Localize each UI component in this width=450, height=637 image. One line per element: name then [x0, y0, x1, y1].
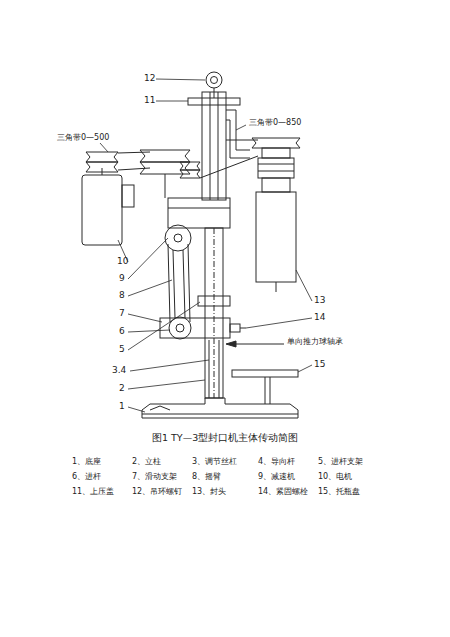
rocker-arm: [168, 244, 190, 322]
sliding-support: [160, 318, 230, 338]
upper-column: [202, 92, 226, 200]
note-label: 三角带0—850: [248, 119, 302, 128]
callout-number: 14: [314, 313, 325, 323]
feed-support: [198, 296, 230, 306]
note-label: 三角带0—500: [56, 134, 110, 143]
guide-rod: [218, 92, 219, 200]
note-label: 单向推力球轴承: [286, 338, 344, 347]
bolt: [240, 328, 246, 329]
bracket: [226, 120, 250, 158]
figure-caption: 图1 TY—3型封口机主体传动简图: [152, 433, 298, 443]
guide-rod: [210, 92, 211, 200]
motor-pulley: [86, 152, 118, 172]
tray-stem: [265, 377, 266, 404]
callout-number: 9: [119, 274, 125, 284]
motor-box: [122, 185, 134, 207]
callout-number: 8: [119, 291, 125, 301]
crank: [165, 225, 191, 251]
callout-number: 1: [119, 402, 125, 412]
center-line: [214, 228, 215, 398]
motor: [82, 175, 122, 245]
eye-bolt: [211, 77, 218, 84]
callout-number: 15: [314, 360, 325, 370]
callout-number: 6: [119, 327, 125, 337]
callout-number: 3.4: [112, 366, 126, 376]
parts-list-item: 4、导向杆: [258, 458, 295, 467]
screw: [219, 340, 220, 398]
parts-list-item: 11、上压盖: [72, 488, 114, 497]
callout-number: 13: [314, 296, 325, 306]
column-pulley: [180, 162, 200, 178]
parts-list-item: 8、摇臂: [192, 473, 221, 482]
parts-list-item: 10、电机: [318, 473, 352, 482]
parts-list-item: 1、底座: [72, 458, 101, 467]
parts-list-item: 5、进杆支架: [318, 458, 363, 467]
callout-number: 10: [117, 257, 128, 267]
bearing-leader: [240, 344, 284, 345]
callout-number: 7: [119, 309, 125, 319]
arm-pin: [176, 324, 184, 332]
parts-list-item: 9、减速机: [258, 473, 295, 482]
callout-number: 12: [144, 74, 155, 84]
parts-list-item: 2、立柱: [132, 458, 161, 467]
belt: [118, 152, 150, 153]
bearing-leader: [236, 344, 240, 345]
parts-list-item: 3、调节丝杠: [192, 458, 237, 467]
eye-bolt: [214, 88, 215, 98]
arrowhead: [226, 341, 236, 347]
top-cap: [188, 98, 240, 105]
belt: [200, 156, 258, 178]
parts-list-item: 12、吊环螺钉: [132, 488, 182, 497]
base-line: [142, 414, 298, 415]
eye-bolt: [206, 72, 222, 88]
leader-lines: [100, 79, 312, 412]
parts-list-item: 7、滑动支架: [132, 473, 177, 482]
sealing-head: [252, 138, 300, 292]
reducer: [168, 198, 230, 228]
parts-list-item: 6、进杆: [72, 473, 101, 482]
parts-list-item: 13、封头: [192, 488, 226, 497]
callout-number: 11: [144, 96, 155, 106]
bolt: [230, 324, 240, 332]
parts-list-item: 14、紧固螺栓: [258, 488, 308, 497]
callout-number: 2: [119, 384, 125, 394]
parts-list-item: 15、托瓶盘: [318, 488, 360, 497]
reducer: [168, 208, 230, 209]
crank: [174, 234, 182, 242]
bottle-tray: [232, 370, 298, 377]
tray-stem: [270, 377, 271, 404]
rocker-arm: [173, 250, 185, 318]
base-foot: [150, 406, 170, 410]
column: [205, 228, 223, 398]
callout-number: 5: [119, 345, 125, 355]
screw: [209, 340, 210, 398]
base: [142, 398, 298, 418]
